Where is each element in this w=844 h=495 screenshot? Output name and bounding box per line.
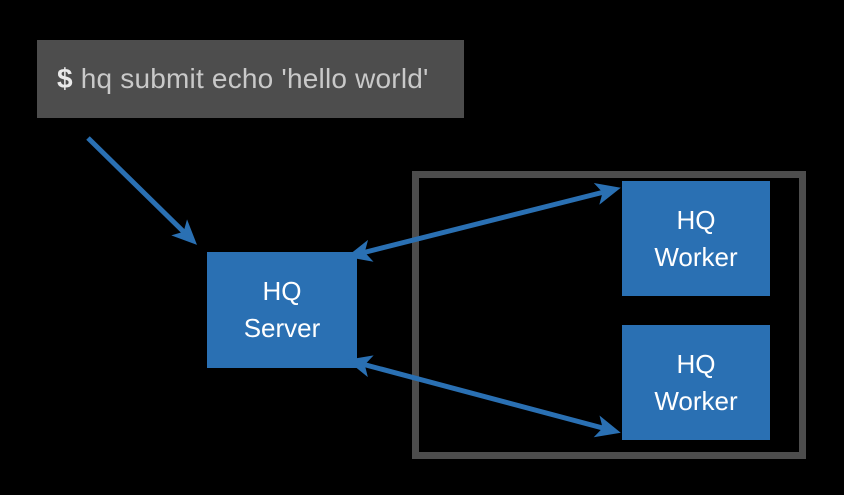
hq-worker-1-label-line-2: Worker (654, 241, 738, 272)
cluster-frame (412, 171, 806, 459)
hq-worker-2-label-line-2: Worker (654, 385, 738, 416)
terminal-command-box: $ hq submit echo 'hello world' (37, 40, 464, 118)
arrow-submit-to-server (86, 136, 197, 245)
hq-server-node[interactable]: HQ Server (207, 252, 357, 368)
hq-worker-node-1[interactable]: HQ Worker (622, 181, 770, 296)
shell-prompt-symbol: $ (57, 63, 73, 94)
shell-command-text: hq submit echo 'hello world' (72, 63, 429, 94)
terminal-command-line: $ hq submit echo 'hello world' (57, 65, 429, 93)
hq-worker-1-label-line-1: HQ (676, 204, 716, 235)
hq-worker-node-2[interactable]: HQ Worker (622, 325, 770, 440)
hq-server-label-line-2: Server (243, 313, 321, 343)
hq-server-label-line-1: HQ (262, 276, 302, 306)
hq-worker-2-label-line-1: HQ (676, 348, 716, 379)
